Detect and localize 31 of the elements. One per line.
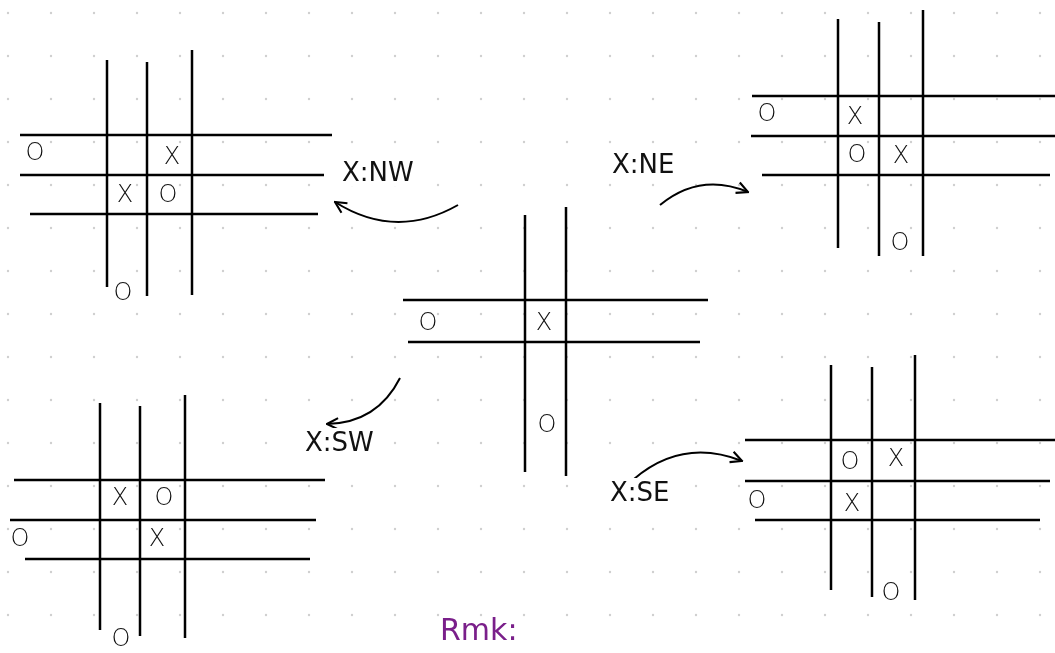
- game-mark: O: [113, 280, 133, 304]
- curved-arrow: [633, 450, 744, 480]
- game-mark: X: [843, 491, 861, 515]
- game-mark: X: [887, 446, 905, 470]
- edge-label: X:NW: [340, 158, 416, 186]
- game-mark: O: [840, 449, 860, 473]
- game-mark: O: [890, 230, 910, 254]
- game-mark: O: [25, 140, 45, 164]
- remark-note: Rmk:: [440, 612, 518, 647]
- game-mark: X: [535, 310, 553, 334]
- tic-tac-toe-board: [742, 353, 1055, 603]
- game-mark: O: [537, 412, 557, 436]
- game-mark: O: [881, 580, 901, 604]
- game-mark: O: [418, 310, 438, 334]
- game-mark: O: [847, 142, 867, 166]
- tic-tac-toe-board: [400, 205, 710, 479]
- game-mark: X: [116, 182, 134, 206]
- game-mark: X: [846, 104, 864, 128]
- curved-arrow: [325, 377, 401, 430]
- game-mark: O: [111, 626, 131, 650]
- game-mark: X: [111, 485, 129, 509]
- game-mark: O: [747, 488, 767, 512]
- curved-arrow: [333, 200, 459, 223]
- game-mark: X: [892, 143, 910, 167]
- game-mark: O: [757, 101, 777, 125]
- curved-arrow: [659, 181, 750, 206]
- game-mark: O: [158, 182, 178, 206]
- game-mark: O: [154, 485, 174, 509]
- game-mark: X: [163, 144, 181, 168]
- game-mark: X: [148, 526, 166, 550]
- game-mark: O: [10, 526, 30, 550]
